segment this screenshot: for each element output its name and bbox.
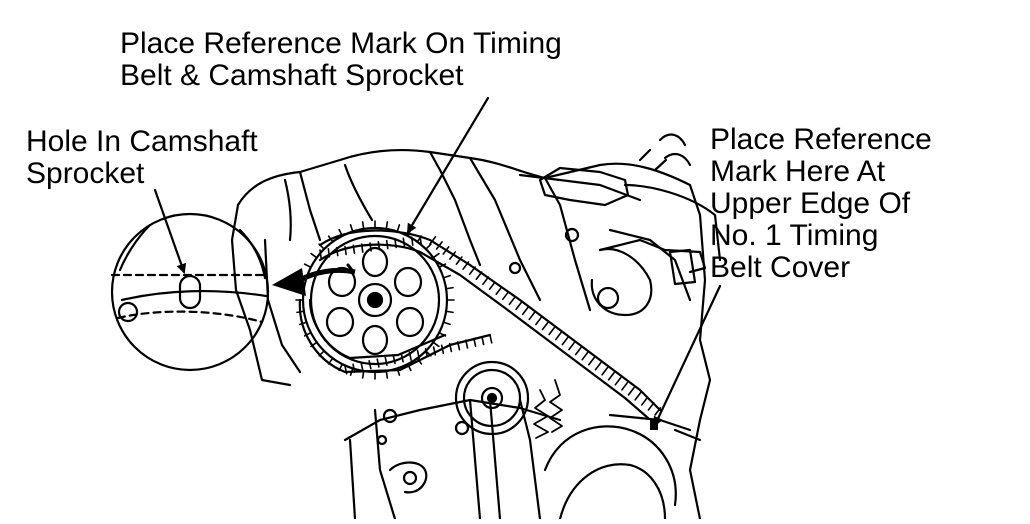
camshaft-sprocket (301, 226, 449, 374)
label-sprocket-reference-mark: Place Reference Mark On Timing Belt & Ca… (120, 28, 562, 92)
label-line: Place Reference Mark On Timing (120, 27, 562, 60)
label-line: Belt Cover (710, 251, 851, 284)
rotation-arrow (272, 267, 356, 296)
label-line: Sprocket (26, 157, 145, 190)
label-line: Place Reference (710, 123, 932, 156)
label-line: Belt & Camshaft Sprocket (120, 59, 464, 92)
belt-teeth (295, 220, 662, 416)
label-line: No. 1 Timing (710, 219, 879, 252)
label-line: Mark Here At (710, 155, 886, 188)
callout-lines (153, 96, 722, 427)
engine-block (230, 133, 722, 521)
label-line: Hole In Camshaft (26, 125, 258, 158)
label-camshaft-hole: Hole In Camshaft Sprocket (26, 126, 258, 190)
label-line: Upper Edge Of (710, 187, 911, 220)
idler-pulley (454, 360, 530, 436)
detail-magnifier (110, 212, 270, 372)
reference-mark (650, 420, 658, 430)
label-cover-reference-mark: Place Reference Mark Here At Upper Edge … (710, 124, 932, 284)
